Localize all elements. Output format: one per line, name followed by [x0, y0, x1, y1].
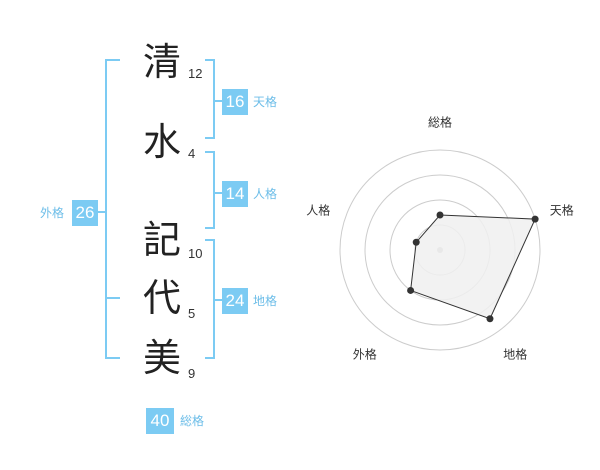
- soukaku-label: 総格: [180, 414, 205, 428]
- radar-point-2: [531, 215, 539, 223]
- name-char-2: 水: [142, 120, 181, 164]
- radar-point-5: [412, 238, 420, 246]
- tenkaku-label: 天格: [253, 95, 278, 109]
- radar-axis-label-4: 外格: [352, 347, 377, 362]
- radar-polygon: [410, 214, 536, 320]
- stroke-count-2: 4: [188, 146, 196, 161]
- jinkaku-label: 人格: [253, 187, 278, 201]
- radar-axis-label-1: 総格: [427, 115, 453, 130]
- gaikaku-label: 外格: [40, 206, 65, 220]
- name-char-3: 記: [142, 218, 181, 262]
- chikaku-badge: 24: [222, 288, 248, 314]
- radar-point-4: [407, 286, 415, 294]
- radar-point-3: [486, 315, 494, 323]
- gaikaku-bracket: [105, 59, 120, 359]
- soukaku-badge: 40: [146, 408, 174, 434]
- chikaku-label: 地格: [253, 294, 278, 308]
- tenkaku-bracket: [205, 59, 215, 139]
- name-char-1: 清: [142, 40, 181, 84]
- radar-axis-label-5: 人格: [306, 203, 331, 218]
- name-char-4: 代: [142, 276, 181, 320]
- radar-axis-label-3: 地格: [503, 347, 528, 362]
- stroke-count-4: 5: [188, 306, 196, 321]
- stroke-count-1: 12: [188, 66, 203, 81]
- stroke-count-3: 10: [188, 246, 203, 261]
- gaikaku-badge: 26: [72, 200, 98, 226]
- radar-axis-label-2: 天格: [549, 203, 574, 218]
- tenkaku-badge: 16: [222, 89, 248, 115]
- stroke-count-5: 9: [188, 366, 196, 381]
- radar-point-1: [436, 211, 444, 219]
- jinkaku-badge: 14: [222, 181, 248, 207]
- radar-ring-4: [339, 149, 541, 351]
- jinkaku-bracket: [205, 151, 215, 229]
- name-char-5: 美: [142, 336, 181, 380]
